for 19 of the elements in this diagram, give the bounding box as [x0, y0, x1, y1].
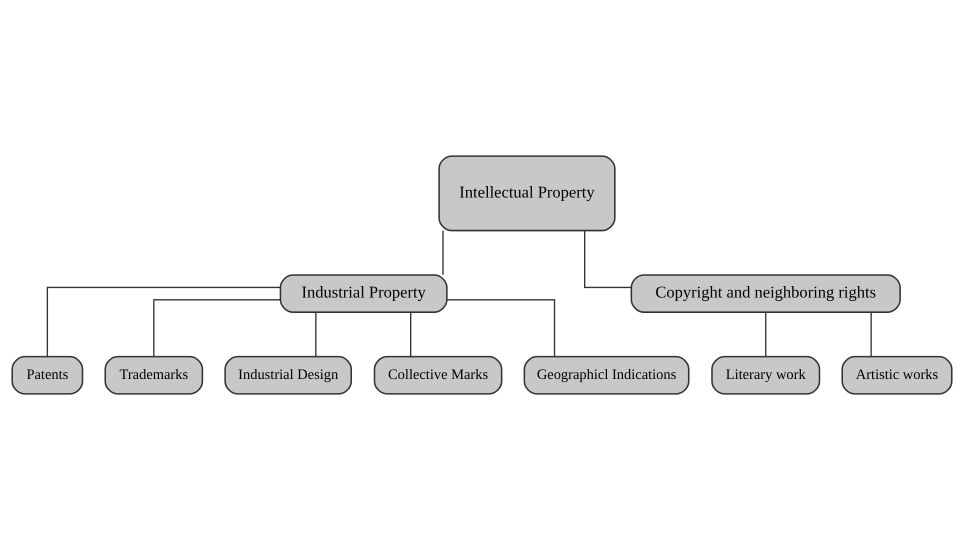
node-box: Artistic works: [841, 355, 953, 394]
connector: [765, 312, 766, 356]
connector: [442, 230, 444, 274]
node-box: Collective Marks: [374, 355, 502, 394]
connector: [870, 312, 872, 356]
node-box: Industrial Property: [280, 274, 448, 312]
node-box: Intellectual Property: [438, 154, 616, 231]
connector: [46, 286, 280, 356]
connector: [584, 230, 632, 288]
node-box: Geographicl Indications: [524, 355, 690, 394]
connector: [153, 298, 280, 356]
node-box: Trademarks: [104, 355, 204, 394]
connector: [447, 298, 556, 356]
node-box: Literary work: [711, 355, 820, 394]
node-box: Patents: [11, 355, 84, 394]
node-box: Industrial Design: [224, 355, 352, 394]
connector: [410, 312, 412, 356]
node-box: Copyright and neighboring rights: [630, 274, 901, 312]
connector: [315, 312, 317, 356]
